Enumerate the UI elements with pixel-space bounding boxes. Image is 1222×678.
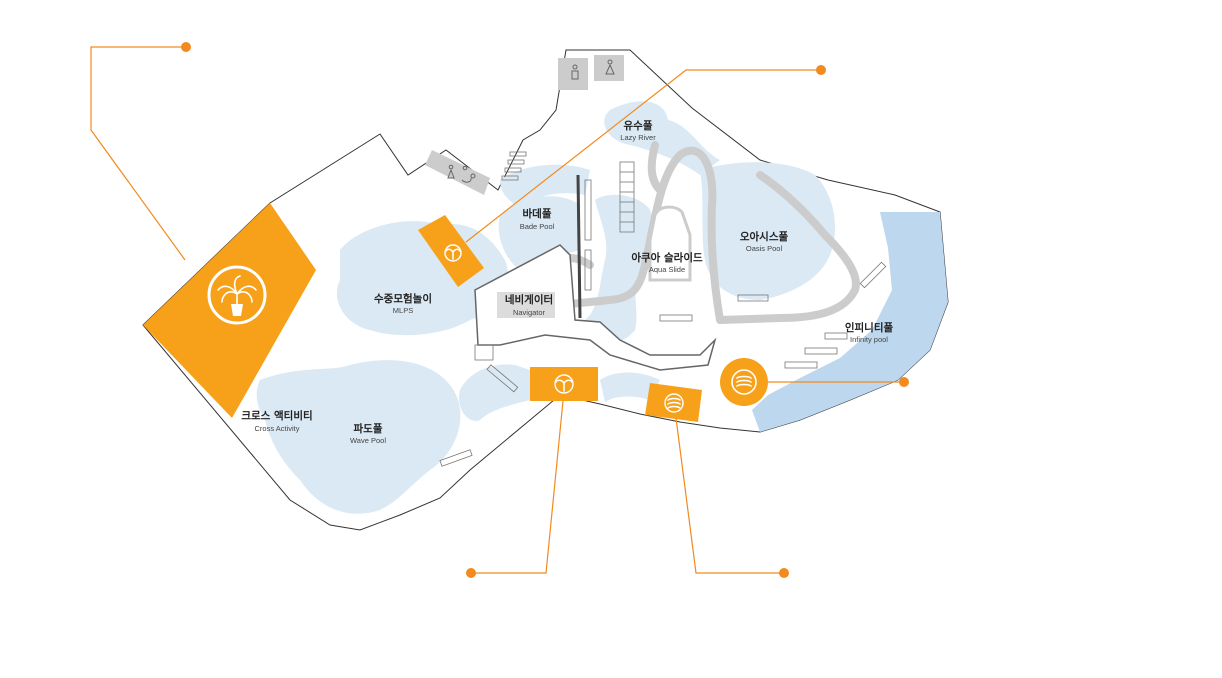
zone-label-en: Oasis Pool bbox=[746, 244, 783, 253]
zone-label-en: Bade Pool bbox=[520, 222, 555, 231]
callout-dot-palm-bottom[interactable] bbox=[466, 568, 476, 578]
zone-label-en: Cross Activity bbox=[254, 424, 299, 433]
zone-label-en: Infinity pool bbox=[850, 335, 888, 344]
callouts bbox=[90, 42, 909, 578]
bade-pool-wall bbox=[576, 174, 582, 319]
zone-label-mlps[interactable]: 수중모험놀이 MLPS bbox=[374, 292, 432, 315]
callout-dot-waves-infinity[interactable] bbox=[899, 377, 909, 387]
zone-label-infinity-pool[interactable]: 인피니티풀 Infinity pool bbox=[845, 321, 894, 344]
zone-label-ko: 아쿠아 슬라이드 bbox=[631, 251, 703, 264]
pool-steps bbox=[474, 161, 635, 361]
palm-tree-icon bbox=[554, 374, 574, 394]
zone-label-en: Navigator bbox=[513, 308, 546, 317]
zone-label-ko: 파도풀 bbox=[354, 422, 383, 435]
zone-label-lazy-river[interactable]: 유수풀 Lazy River bbox=[620, 120, 656, 142]
zone-label-ko: 수중모험놀이 bbox=[374, 292, 432, 305]
callout-dot-palm-large[interactable] bbox=[181, 42, 191, 52]
zone-label-cross-activity[interactable]: 크로스 액티비티 Cross Activity bbox=[241, 409, 312, 433]
accessible-icon bbox=[461, 165, 476, 183]
zone-label-navigator[interactable]: 네비게이터 Navigator bbox=[505, 293, 553, 317]
zone-label-ko: 크로스 액티비티 bbox=[241, 409, 312, 422]
zone-label-ko: 네비게이터 bbox=[505, 293, 553, 306]
male-restroom-icon bbox=[571, 64, 579, 80]
zone-label-wave-pool[interactable]: 파도풀 Wave Pool bbox=[350, 422, 386, 445]
infinity-pool-water bbox=[752, 212, 948, 432]
zone-label-aqua-slide[interactable]: 아쿠아 슬라이드 Aqua Slide bbox=[631, 251, 703, 274]
water-waves-icon bbox=[664, 393, 684, 413]
zone-label-en: Wave Pool bbox=[350, 436, 386, 445]
navigator-building bbox=[474, 244, 717, 371]
palm-tree-icon bbox=[207, 265, 267, 325]
zone-label-oasis-pool[interactable]: 오아시스풀 Oasis Pool bbox=[740, 230, 789, 253]
zone-label-ko: 바데풀 bbox=[523, 207, 552, 220]
palm-tree-icon bbox=[444, 244, 462, 262]
callout-dot-waves-bottom[interactable] bbox=[779, 568, 789, 578]
water-waves-icon bbox=[731, 369, 757, 395]
slide-tower bbox=[648, 205, 692, 282]
navigator-label-box bbox=[497, 292, 555, 318]
zone-label-en: MLPS bbox=[393, 306, 413, 315]
zone-label-bade-pool[interactable]: 바데풀 Bade Pool bbox=[520, 207, 555, 231]
zone-label-ko: 오아시스풀 bbox=[740, 230, 789, 243]
zone-label-en: Lazy River bbox=[620, 133, 656, 142]
zone-label-ko: 인피니티풀 bbox=[845, 321, 894, 334]
palm-zone-large[interactable] bbox=[143, 203, 316, 418]
zone-label-en: Aqua Slide bbox=[649, 265, 685, 274]
lounge-chairs bbox=[439, 151, 887, 467]
callout-dot-palm-mlps[interactable] bbox=[816, 65, 826, 75]
waves-zone-infinity[interactable] bbox=[720, 358, 768, 406]
female-restroom-icon bbox=[447, 59, 615, 179]
zone-label-ko: 유수풀 bbox=[624, 120, 653, 132]
